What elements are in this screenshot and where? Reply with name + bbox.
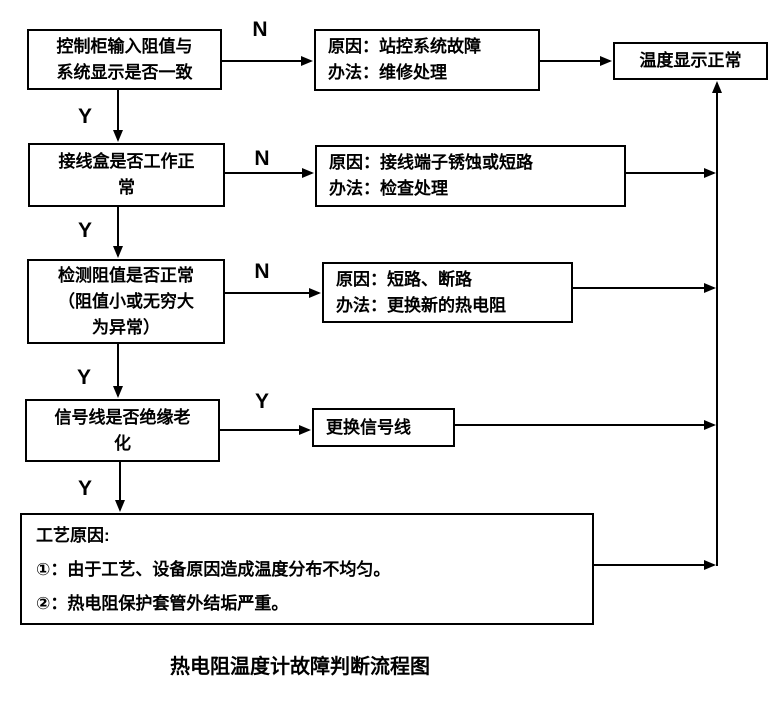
edge-label-y5: Y [77,477,93,500]
action-replace-signal-wire: 更换信号线 [312,408,455,447]
result-cause-line: 原因：短路、断路 [336,269,472,289]
edge-label-y2: Y [77,219,93,242]
process-reasons-box: 工艺原因: ①：由于工艺、设备原因造成温度分布不均匀。 ②：热电阻保护套管外结垢… [20,513,594,625]
process-item-2: ②：热电阻保护套管外结垢严重。 [36,594,289,613]
result-cause-line: 原因：接线端子锈蚀或短路 [329,153,533,172]
result-replace-rtd: 原因：短路、断路 办法：更换新的热电阻 [322,262,573,323]
result-method-line: 办法：检查处理 [329,179,448,198]
decision-control-cabinet-resistance: 控制柜输入阻值与 系统显示是否一致 [27,29,222,90]
process-heading: 工艺原因: [36,526,110,545]
result-method-line: 办法：更换新的热电阻 [336,295,506,315]
end-label: 温度显示正常 [639,51,742,70]
decision-junction-box-working: 接线盒是否工作正 常 [28,143,225,207]
decision-line: 信号线是否绝缘老 [54,407,191,427]
decision-line: 为异常） [92,317,160,337]
diagram-title: 热电阻温度计故障判断流程图 [170,656,430,678]
result-terminal-corrosion: 原因：接线端子锈蚀或短路 办法：检查处理 [315,145,626,207]
decision-line: 接线盒是否工作正 [58,152,195,171]
decision-line: （阻值小或无穷大 [58,291,194,311]
edge-label-n1: N [252,18,268,41]
end-temperature-normal: 温度显示正常 [613,42,768,80]
result-station-control-fault: 原因：站控系统故障 办法：维修处理 [314,29,540,91]
decision-line: 常 [118,178,135,197]
process-item-1: ①：由于工艺、设备原因造成温度分布不均匀。 [36,560,391,579]
decision-signal-wire-insulation: 信号线是否绝缘老 化 [25,399,220,462]
decision-line: 系统显示是否一致 [56,62,193,82]
result-cause-line: 原因：站控系统故障 [328,37,481,56]
decision-line: 控制柜输入阻值与 [56,36,193,56]
result-method-line: 办法：维修处理 [328,63,447,82]
decision-line: 化 [114,433,131,453]
edge-label-n2: N [254,147,270,170]
edge-label-n3: N [254,260,270,283]
edge-label-y1: Y [77,105,93,128]
decision-line: 检测阻值是否正常 [58,265,194,285]
edge-label-y4: Y [254,390,270,413]
edge-label-y3: Y [76,366,92,389]
decision-resistance-value-normal: 检测阻值是否正常 （阻值小或无穷大 为异常） [27,259,225,344]
action-label: 更换信号线 [326,417,411,437]
